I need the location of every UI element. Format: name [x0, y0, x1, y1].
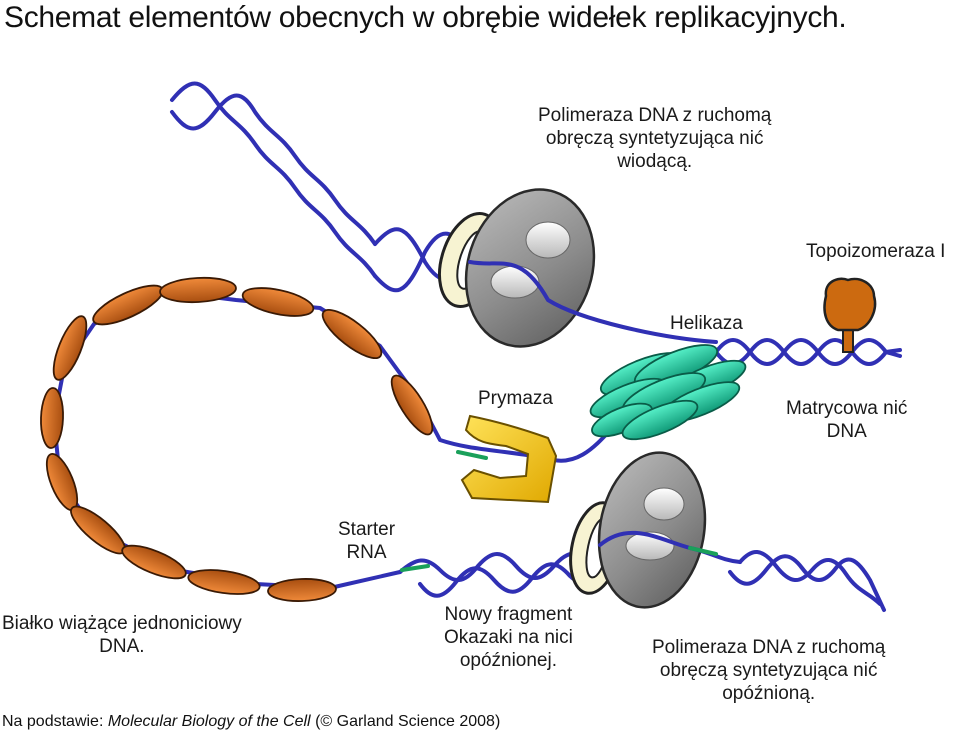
- lagging-dna-polymerase: [597, 451, 707, 609]
- label-ssb: Białko wiążące jednoniciowy DNA.: [2, 613, 242, 658]
- leading-template-strand: [468, 260, 718, 344]
- label-leading-polymerase: Polimeraza DNA z ruchomą obręczą syntety…: [538, 105, 772, 173]
- ssb-proteins: [40, 276, 434, 602]
- source-credit: Na podstawie: Molecular Biology of the C…: [2, 713, 501, 730]
- lagging-template-to-helicase: [598, 530, 742, 564]
- lagging-rna-primer: [688, 546, 718, 556]
- label-lagging-polymerase: Polimeraza DNA z ruchomą obręczą syntety…: [652, 637, 886, 705]
- label-topoisomerase: Topoizomeraza I: [806, 241, 946, 262]
- parental-duplex-helix: [714, 338, 902, 366]
- helicase: [589, 344, 747, 441]
- label-starter-rna: Starter RNA: [338, 519, 396, 564]
- topoisomerase-i: [823, 277, 877, 353]
- page-title: Schemat elementów obecnych w obrębie wid…: [4, 1, 847, 34]
- label-helicase: Helikaza: [670, 313, 743, 334]
- label-template-strand: Matrycowa nić DNA: [786, 398, 908, 443]
- okazaki-rna-primer: [400, 564, 430, 572]
- label-primase: Prymaza: [478, 388, 553, 409]
- lagging-exit-helix: [728, 550, 886, 612]
- leading-dna-polymerase: [464, 188, 596, 348]
- label-okazaki: Nowy fragment Okazaki na nici opóźnionej…: [444, 604, 573, 672]
- lagging-duplex-helix: [398, 551, 596, 598]
- leading-duplex-helix: [170, 81, 472, 293]
- primase: [456, 414, 558, 504]
